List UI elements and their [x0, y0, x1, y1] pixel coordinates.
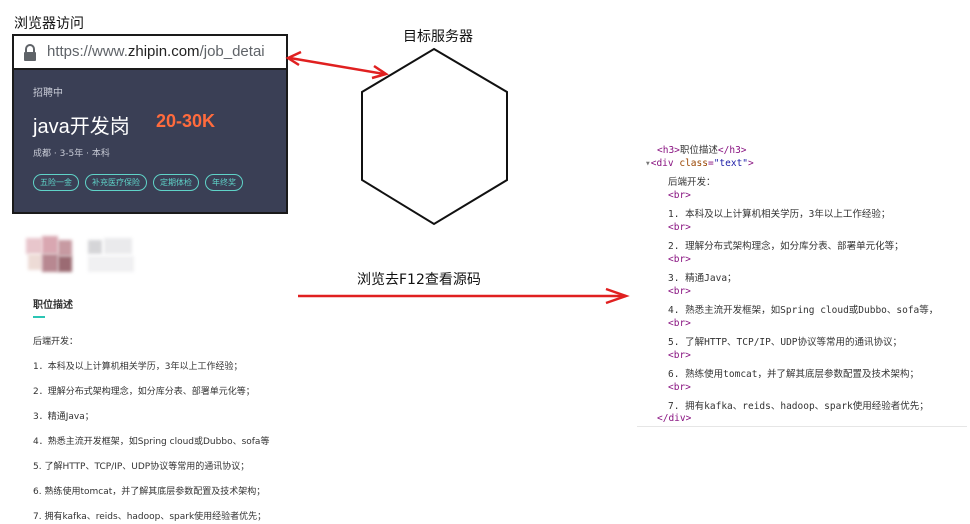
code-tag: <div: [650, 158, 680, 169]
code-text-line: 7. 拥有kafka、reids、hadoop、spark使用经验者优先；: [668, 401, 929, 412]
code-attr-value: "text": [713, 158, 749, 169]
server-hexagon: [361, 47, 508, 226]
job-card: 招聘中 java开发岗 20-30K 成都 · 3-5年 · 本科 五险一金 补…: [12, 70, 288, 214]
code-text-line: 5. 了解HTTP、TCP/IP、UDP协议等常用的通讯协议；: [668, 337, 903, 348]
url-prefix: https://www.: [47, 43, 128, 60]
jd-line: 后端开发：: [33, 337, 79, 347]
jd-heading-underline: [33, 316, 45, 318]
code-br: <br>: [668, 350, 691, 361]
source-code-panel: <h3>职位描述</h3> ▾<div class="text"> 后端开发： …: [637, 136, 967, 427]
code-text-line: 3. 精通Java；: [668, 273, 737, 284]
code-br: <br>: [668, 222, 691, 233]
target-server-label: 目标服务器: [403, 29, 473, 45]
job-tag: 年终奖: [205, 174, 243, 191]
code-br: <br>: [668, 286, 691, 297]
code-div-close: </div>: [657, 413, 692, 424]
url-path: /job_detai: [199, 43, 265, 60]
browser-visit-label: 浏览器访问: [14, 16, 84, 32]
f12-label: 浏览去F12查看源码: [357, 272, 481, 288]
code-text-line: 6. 熟练使用tomcat，并了解其底层参数配置及技术架构；: [668, 369, 919, 380]
code-div-open-line[interactable]: ▾<div class="text">: [645, 158, 754, 169]
expand-triangle-icon[interactable]: ▾: [645, 158, 651, 169]
address-bar[interactable]: https://www.zhipin.com/job_detai: [12, 34, 288, 70]
job-tags: 五险一金 补充医疗保险 定期体检 年终奖: [33, 174, 243, 191]
job-title: java开发岗: [33, 116, 130, 138]
lock-icon: [24, 44, 36, 61]
jd-line: 7. 拥有kafka、reids、hadoop、spark使用经验者优先；: [33, 512, 267, 522]
code-attr: class: [679, 158, 708, 169]
jd-line: 4．熟悉主流开发框架，如Spring cloud或Dubbo、sofa等: [33, 437, 270, 447]
code-tag: <h3>: [657, 145, 680, 156]
jd-line: 6. 熟练使用tomcat，并了解其底层参数配置及技术架构；: [33, 487, 266, 497]
code-tag: </h3>: [717, 145, 747, 156]
code-text-line: 1. 本科及以上计算机相关学历，3年以上工作经验；: [668, 209, 891, 220]
code-br: <br>: [668, 254, 691, 265]
job-status: 招聘中: [33, 88, 63, 99]
code-br: <br>: [668, 190, 691, 201]
jd-line: 3．精通Java；: [33, 412, 94, 422]
browser-server-arrow: [285, 50, 389, 80]
code-br: <br>: [668, 382, 691, 393]
code-text-line: 4. 熟悉主流开发框架，如Spring cloud或Dubbo、sofa等，: [668, 305, 939, 316]
jd-line: 2．理解分布式架构理念，如分库分表、部署单元化等；: [33, 387, 255, 397]
jd-heading: 职位描述: [33, 300, 73, 311]
code-tag: >: [748, 158, 754, 169]
f12-arrow: [298, 287, 630, 305]
code-eq: =: [707, 158, 714, 169]
jd-line: 1．本科及以上计算机相关学历，3年以上工作经验；: [33, 362, 243, 372]
code-text-line: 后端开发：: [668, 177, 716, 188]
jd-line: 5. 了解HTTP、TCP/IP、UDP协议等常用的通讯协议；: [33, 462, 250, 472]
code-text-line: 2. 理解分布式架构理念，如分库分表、部署单元化等；: [668, 241, 904, 252]
url-domain: zhipin.com: [127, 43, 200, 60]
job-tag: 补充医疗保险: [85, 174, 147, 191]
job-salary: 20-30K: [156, 111, 216, 131]
job-tag: 五险一金: [33, 174, 79, 191]
job-tag: 定期体检: [153, 174, 199, 191]
url-text: https://www.zhipin.com/job_detai: [47, 43, 283, 60]
code-h3-line: <h3>职位描述</h3>: [657, 142, 747, 156]
code-text: 职位描述: [679, 145, 718, 156]
code-br: <br>: [668, 318, 691, 329]
job-meta: 成都 · 3-5年 · 本科: [33, 149, 110, 159]
